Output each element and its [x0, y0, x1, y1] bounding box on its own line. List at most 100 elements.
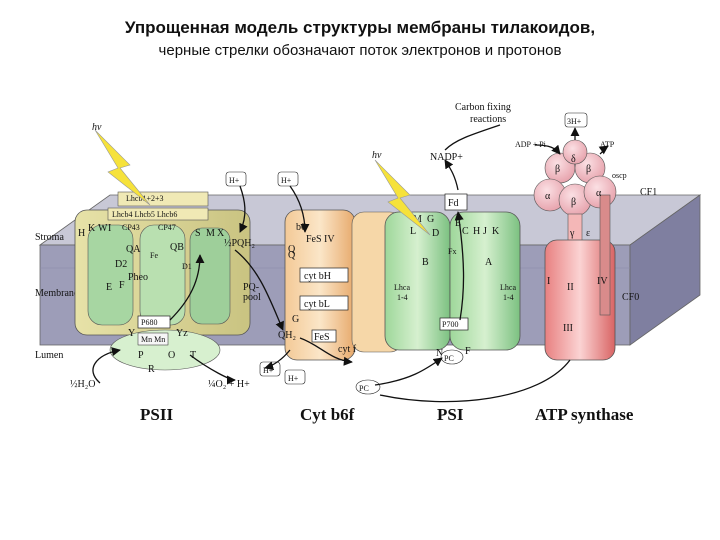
hv2-label: hv: [372, 150, 382, 161]
pq-pool-label-1: PQ-: [243, 282, 259, 293]
cyt-f-label: cyt f: [338, 344, 357, 355]
psii-m-label: M: [206, 228, 215, 239]
h-plus-stroma-2: H+: [281, 176, 292, 185]
lightning-bolt-icon-2: [374, 159, 431, 236]
cyt-bl-label: cyt bL: [304, 299, 330, 310]
cyt-g-label: G: [292, 314, 299, 325]
cp47-label: CP47: [158, 223, 176, 232]
cyt-q-label: Q: [288, 250, 296, 261]
atp-epsilon-label: ε: [586, 228, 590, 239]
psii-title: PSII: [140, 405, 173, 424]
psi-k-label: K: [492, 226, 500, 237]
qa-label: QA: [126, 244, 141, 255]
hv1-label: hv: [92, 122, 102, 133]
psii-f-label: F: [119, 280, 125, 291]
fes-label: FeS: [314, 332, 330, 343]
lightning-bolt-icon: [94, 129, 151, 206]
atp-alpha1-label: α: [545, 191, 551, 202]
qb-label: QB: [170, 242, 184, 253]
p700-box: [439, 317, 469, 331]
3h-label: 3H+: [567, 117, 582, 126]
mn-cluster: [137, 332, 169, 346]
p700-label: P700: [442, 320, 458, 329]
psi-fd-label: Fd: [448, 198, 459, 209]
mn-label: Mn Mn: [141, 335, 165, 344]
psii-i-label: I: [108, 223, 111, 234]
p680-label: P680: [141, 318, 157, 327]
pc1-label: PC: [444, 354, 454, 363]
pc1-ellipse: [440, 349, 464, 365]
atp-beta1-label: β: [555, 164, 560, 175]
h-plus-lumen-1: H+: [263, 366, 274, 375]
nadp-label: NADP+: [430, 152, 463, 163]
lhca1-label-1: Lhca: [394, 283, 410, 292]
lhcb456-label: Lhcb4 Lhcb5 Lhcb6: [112, 210, 177, 219]
qh2-label: QH₂: [278, 330, 296, 341]
page-subtitle: черные стрелки обозначают поток электрон…: [158, 42, 562, 59]
page-title: Упрощенная модель структуры мембраны тил…: [124, 18, 596, 37]
atp-beta2-label: β: [586, 164, 591, 175]
psii-o-label: O: [168, 350, 175, 361]
y-label: Y: [128, 328, 135, 339]
atp-iii-label: III: [563, 323, 573, 334]
oec-domain: [109, 329, 221, 371]
psi-f-label: F: [465, 346, 471, 357]
yz-label: Yz: [176, 328, 188, 339]
d2-label: D2: [115, 259, 127, 270]
cp43-label: CP43: [122, 223, 140, 232]
lumen-label: Lumen: [35, 350, 63, 361]
atp-alpha2-label: α: [596, 188, 602, 199]
carbon-fixing-label-2: reactions: [470, 114, 506, 125]
lhca2-label-2: 1-4: [503, 293, 514, 302]
flow-arrows: [92, 124, 609, 403]
atp-gamma-label: γ: [569, 228, 575, 239]
psi-d-label: D: [432, 228, 439, 239]
p680-box: [137, 315, 171, 329]
atp-synthase-complex: [533, 139, 617, 361]
atp-delta-label: δ: [571, 154, 576, 165]
pq-pool-label-2: pool: [243, 292, 261, 303]
psii-t-label: T: [190, 350, 196, 361]
fes-iv-label: FeS IV: [306, 234, 335, 245]
fes-box: [311, 329, 337, 343]
cf1-label: CF1: [640, 187, 657, 198]
lhca2-label-1: Lhca: [500, 283, 516, 292]
oscp-label: oscp: [612, 171, 627, 180]
q-label: Q: [288, 244, 296, 255]
cyt-bh-box: [299, 267, 349, 283]
atp-ii-label: II: [567, 282, 574, 293]
psi-title: PSI: [437, 405, 464, 424]
carbon-fixing-label-1: Carbon fixing: [455, 102, 511, 113]
psii-p-label: P: [138, 350, 144, 361]
psi-g-label: G: [427, 214, 434, 225]
fd-box: [444, 193, 468, 211]
psii-complex: [74, 191, 251, 371]
d1-label: D1: [182, 262, 192, 271]
atp-beta3-label: β: [571, 197, 576, 208]
psii-h-label: H: [78, 228, 85, 239]
cyt-bh-label: cyt bH: [304, 271, 331, 282]
psi-complex: [384, 193, 521, 351]
atp-i-label: I: [547, 276, 550, 287]
psii-x-label: X: [217, 228, 225, 239]
atp-iv-label: IV: [597, 276, 608, 287]
psi-n-label: N: [436, 348, 443, 359]
water-label: ½H₂O: [70, 379, 95, 390]
stroma-label: Stroma: [35, 232, 64, 243]
membrane-label: Membrane: [35, 288, 79, 299]
psi-b-label: B: [422, 257, 429, 268]
fe-label: Fe: [150, 251, 158, 260]
h-plus-lumen-2: H+: [288, 374, 299, 383]
3h-box: [564, 112, 588, 128]
psii-s-label: S: [195, 228, 201, 239]
d1-cylinder: [189, 227, 231, 325]
atp-synthase-title: ATP synthase: [535, 405, 634, 424]
psi-j-label: J: [483, 226, 487, 237]
pheo-label: Pheo: [128, 272, 148, 283]
pc2-label: PC: [359, 384, 369, 393]
psii-w-label: W: [98, 223, 108, 234]
cf0-label: CF0: [622, 292, 639, 303]
cp43-cylinder: [87, 224, 134, 326]
psi-e-label: E: [455, 218, 461, 229]
